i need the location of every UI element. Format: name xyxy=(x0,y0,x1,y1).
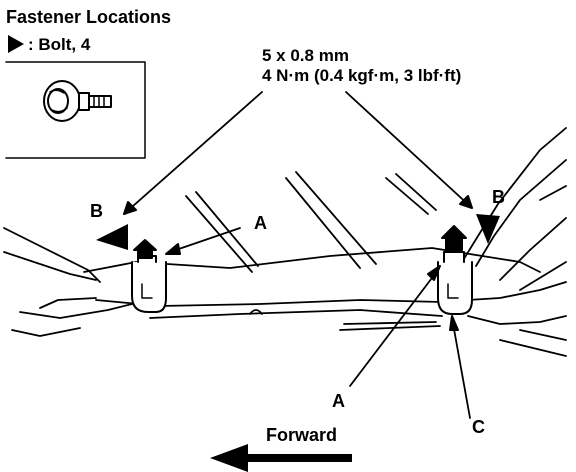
bolt-icon xyxy=(43,80,112,122)
diagram-title: Fastener Locations xyxy=(6,7,172,27)
legend: : Bolt, 4 xyxy=(8,35,90,53)
vehicle-body-outline xyxy=(3,127,567,357)
arrow-left-icon xyxy=(210,444,352,472)
left-clip-arrow-icon xyxy=(133,239,157,259)
callout-a-bottom: A xyxy=(332,391,345,411)
legend-text: : Bolt, 4 xyxy=(28,34,91,54)
spec-torque: 4 N·m (0.4 kgf·m, 3 lbf·ft) xyxy=(262,66,462,85)
callout-a-bottom-arrow xyxy=(427,265,441,281)
right-bolt-marker-icon xyxy=(476,214,500,244)
spec-size: 5 x 0.8 mm xyxy=(262,46,349,65)
filled-triangle-icon xyxy=(8,35,24,53)
callout-c-arrow xyxy=(449,315,459,331)
right-clip xyxy=(437,251,473,315)
callout-b-left: B xyxy=(90,201,103,221)
bolt-inset xyxy=(5,61,146,159)
callout-c: C xyxy=(472,417,485,437)
right-clip-arrow-icon xyxy=(441,225,467,251)
callout-b-right: B xyxy=(492,187,505,207)
callout-a-top-arrow xyxy=(165,243,181,255)
callout-leaders xyxy=(169,227,471,419)
left-bolt-marker-icon xyxy=(96,224,128,250)
spec-leader-lines xyxy=(123,91,473,215)
spec-leader-arrow-right xyxy=(459,195,473,209)
forward-label: Forward xyxy=(266,425,338,445)
callout-a-top: A xyxy=(254,213,267,233)
spec-leader-arrow-left xyxy=(123,201,137,215)
torque-spec: 5 x 0.8 mm 4 N·m (0.4 kgf·m, 3 lbf·ft) xyxy=(262,46,461,86)
left-clip xyxy=(131,255,167,313)
